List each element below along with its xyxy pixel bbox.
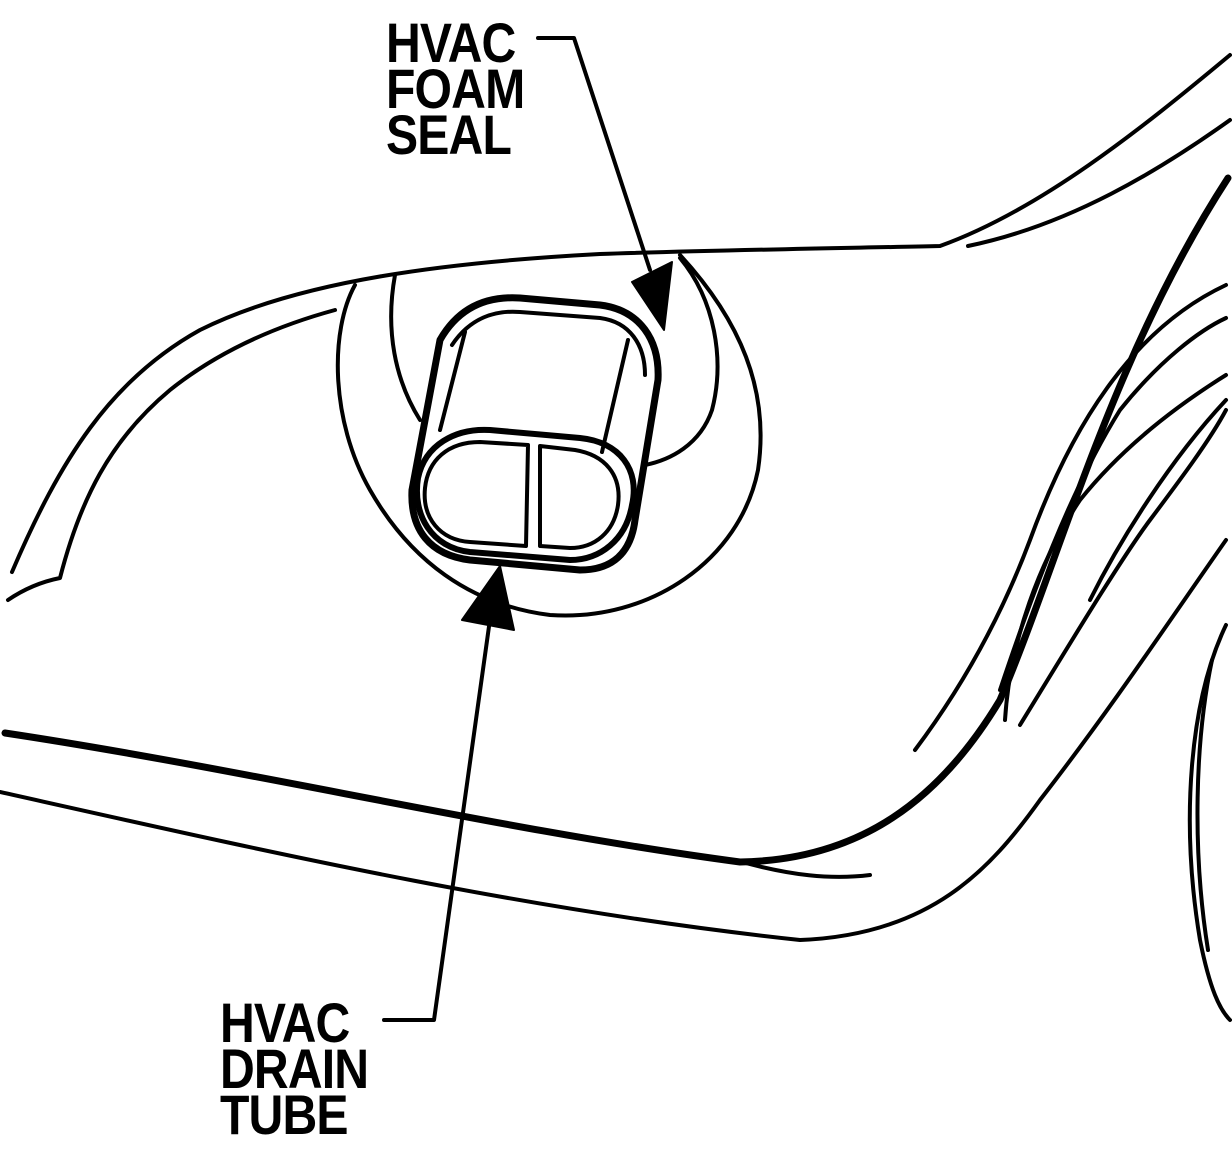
lower-panel-line: [0, 538, 1228, 942]
drain-tube-arrowhead: [461, 565, 515, 631]
foam-seal-leader: [536, 36, 652, 272]
fender-edge-inner: [1195, 658, 1214, 952]
fender-edge-outer: [1187, 623, 1232, 1022]
label-foam-seal-line-2: FOAM: [386, 57, 525, 120]
label-hvac-foam-seal: HVAC FOAM SEAL: [386, 11, 525, 166]
upper-panel-inner-line: [6, 308, 337, 602]
label-foam-seal-line-1: HVAC: [386, 11, 516, 74]
label-drain-tube-line-3: TUBE: [220, 1083, 349, 1146]
pillar-line-1: [913, 283, 1228, 752]
label-drain-tube-line-2: DRAIN: [220, 1037, 369, 1100]
label-foam-seal-line-3: SEAL: [386, 103, 512, 166]
upper-panel-contour: [10, 53, 1232, 574]
drain-tube-leader: [382, 603, 494, 1022]
drain-tube-highlight-left: [438, 330, 467, 432]
drain-tube-body: [408, 294, 662, 574]
pillar-line-4: [1018, 408, 1228, 727]
pillar-line-5: [1088, 398, 1228, 602]
label-hvac-drain-tube: HVAC DRAIN TUBE: [220, 991, 369, 1146]
drain-tube-top-rim: [450, 309, 647, 377]
foam-seal-arrowhead: [631, 261, 673, 331]
foam-seal-outer: [335, 253, 763, 618]
pillar-line-2: [998, 316, 1228, 692]
lower-panel-thick-line: [1, 174, 1232, 866]
drain-tube-left-opening: [422, 440, 530, 548]
drain-tube-highlight-right: [600, 338, 630, 454]
pillar-line-3: [1003, 373, 1228, 722]
foam-seal-inner-right: [643, 256, 720, 467]
foam-seal-inner: [389, 273, 422, 422]
drain-tube-mouth-outer: [414, 426, 637, 563]
label-drain-tube-line-1: HVAC: [220, 991, 350, 1054]
drain-tube-right-opening: [538, 444, 621, 550]
upper-right-ridge: [966, 118, 1232, 248]
lower-panel-bend-line: [740, 860, 872, 879]
